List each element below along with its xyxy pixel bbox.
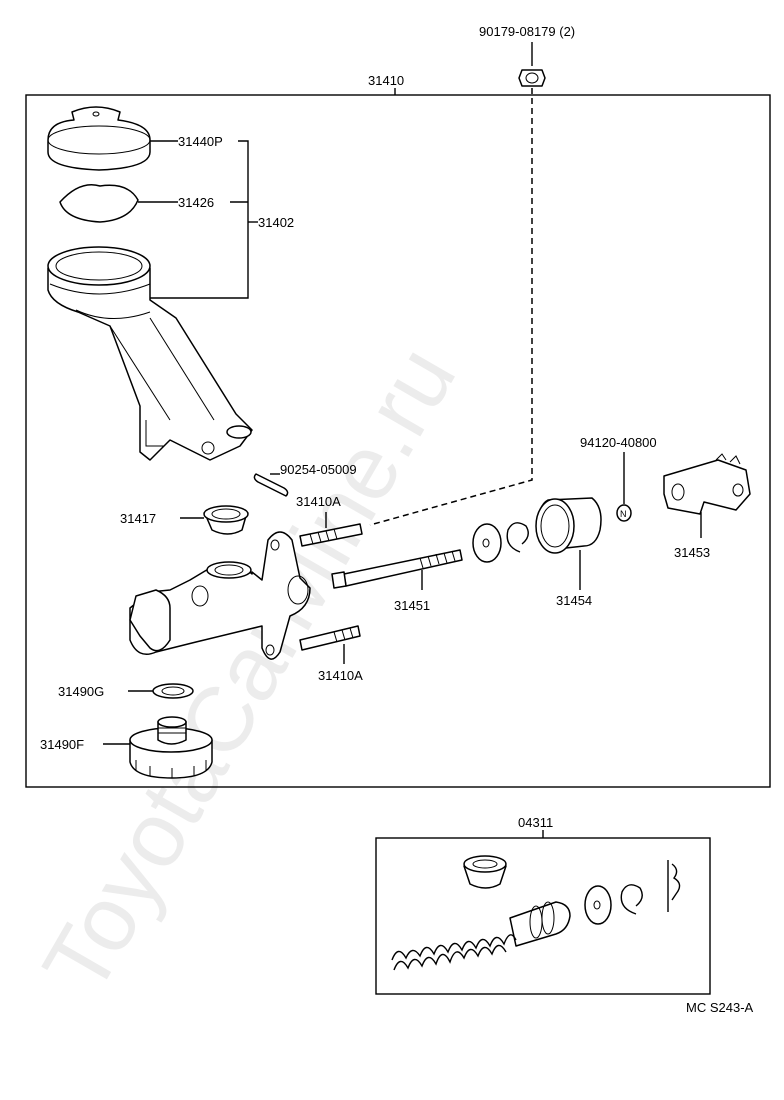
label-31454: 31454 xyxy=(556,593,592,608)
pin-90254 xyxy=(253,473,289,497)
reservoir-cap-31440P xyxy=(47,106,151,171)
label-31490G: 31490G xyxy=(58,684,104,699)
svg-text:N: N xyxy=(620,509,627,519)
kit-washer xyxy=(584,885,612,925)
label-31410: 31410 xyxy=(368,73,404,88)
assembly-frame-31410 xyxy=(25,94,771,788)
stud-31410A-bottom xyxy=(299,625,361,651)
dashed-line-nut-to-stud xyxy=(369,88,533,526)
label-31490F: 31490F xyxy=(40,737,84,752)
label-31453: 31453 xyxy=(674,545,710,560)
label-94120: 94120-40800 xyxy=(580,435,657,450)
label-31410A-top: 31410A xyxy=(296,494,341,509)
kit-grommet xyxy=(463,855,507,889)
diagram-code: MC S243-A xyxy=(686,1000,754,1015)
washer xyxy=(472,523,502,563)
diaphragm-31426 xyxy=(59,184,139,223)
nut-94120: N xyxy=(616,504,632,522)
reservoir-body xyxy=(47,246,253,461)
label-31402: 31402 xyxy=(258,215,294,230)
label-90179: 90179-08179 (2) xyxy=(479,24,575,39)
stud-31410A-top xyxy=(299,523,363,547)
label-31410A-bottom: 31410A xyxy=(318,668,363,683)
master-cylinder-body xyxy=(129,531,311,660)
kit-piston-spring xyxy=(391,901,571,971)
label-04311: 04311 xyxy=(518,815,553,830)
label-90254: 90254-05009 xyxy=(280,462,357,477)
clevis-31453 xyxy=(663,453,751,515)
label-31417: 31417 xyxy=(120,511,156,526)
kit-snap-ring xyxy=(620,884,643,915)
label-31440P: 31440P xyxy=(178,134,223,149)
kit-clip xyxy=(667,860,681,912)
nut-90179 xyxy=(518,69,546,87)
boot-31454 xyxy=(535,497,602,554)
gasket-31490G xyxy=(152,683,194,699)
label-31451: 31451 xyxy=(394,598,430,613)
label-31426: 31426 xyxy=(178,195,214,210)
bolt-31451 xyxy=(331,549,463,589)
union-31490F xyxy=(129,716,213,779)
snap-ring xyxy=(506,522,529,553)
grommet-31417 xyxy=(203,505,249,535)
